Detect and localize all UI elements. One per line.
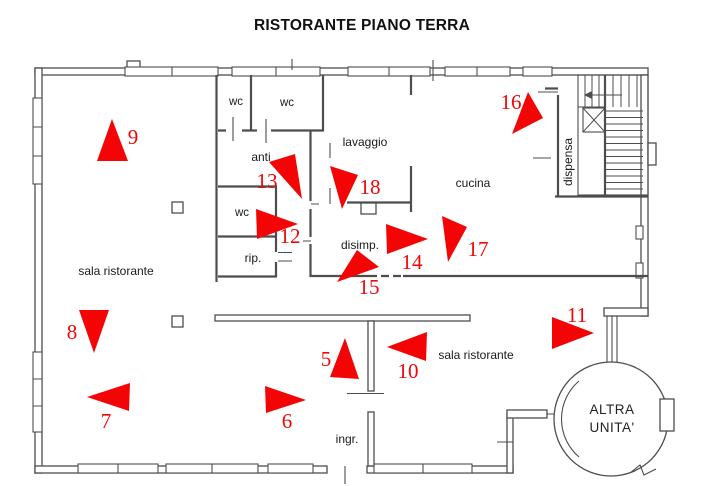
window xyxy=(32,351,43,433)
room-label-wc2: wc xyxy=(279,97,294,109)
column xyxy=(171,315,184,328)
viewpoint-arrow-icon xyxy=(87,383,130,411)
viewpoint-number: 16 xyxy=(501,90,522,114)
wall-ingresso-upper xyxy=(367,320,375,392)
viewpoint-number: 14 xyxy=(402,250,424,274)
lift-shaft xyxy=(582,107,606,133)
viewpoint-arrow-icon xyxy=(387,332,427,361)
room-label-sala-right: sala ristorante xyxy=(438,348,514,362)
viewpoint-marker-14: 14 xyxy=(386,224,428,274)
page-title: RISTORANTE PIANO TERRA xyxy=(254,17,470,34)
viewpoint-number: 12 xyxy=(280,224,301,248)
viewpoint-marker-18: 18 xyxy=(330,166,381,209)
viewpoint-arrow-icon xyxy=(386,224,428,254)
wall-lower-right-horiz xyxy=(506,409,548,419)
wall-right-bump xyxy=(647,142,657,166)
lift-shaft-x-icon xyxy=(582,107,606,133)
wall-ingresso-lower xyxy=(367,411,375,467)
viewpoint-arrow-icon xyxy=(442,216,467,262)
corridor-lines xyxy=(606,316,618,364)
wall-tab xyxy=(360,202,377,215)
viewpoint-markers: 5 6 7 8 9 10 11 12 xyxy=(67,90,594,433)
windows xyxy=(32,66,644,474)
room-label-dispensa: dispensa xyxy=(561,138,575,186)
viewpoint-arrow-icon xyxy=(269,154,302,199)
room-label-wc1: wc xyxy=(228,96,243,108)
other-unit-tab xyxy=(659,398,675,432)
viewpoint-marker-13: 13 xyxy=(257,154,302,199)
viewpoint-arrow-icon xyxy=(330,338,359,379)
other-unit-label-line1: ALTRA xyxy=(589,402,634,417)
viewpoint-marker-6: 6 xyxy=(265,386,306,433)
interior-wall-lines xyxy=(215,75,648,282)
window xyxy=(267,463,314,474)
room-label-lavaggio: lavaggio xyxy=(343,135,388,149)
room-label-disimp: disimp. xyxy=(341,238,379,252)
viewpoint-marker-12: 12 xyxy=(256,209,301,248)
viewpoint-marker-15: 15 xyxy=(337,250,380,299)
staircase xyxy=(577,74,649,196)
wall-sala-partition xyxy=(214,314,471,322)
viewpoint-marker-10: 10 xyxy=(387,332,427,383)
viewpoint-number: 17 xyxy=(468,237,489,261)
room-label-anti: anti xyxy=(251,150,270,164)
other-unit: ALTRA UNITA' xyxy=(553,316,675,477)
viewpoint-marker-11: 11 xyxy=(552,303,594,349)
stair-winders xyxy=(578,75,638,108)
wall-lower-right-vert xyxy=(506,413,514,474)
stair-arrow-icon xyxy=(584,91,592,99)
window xyxy=(32,97,43,185)
viewpoint-arrow-icon xyxy=(256,209,298,239)
viewpoint-number: 7 xyxy=(101,409,112,433)
stair-treads xyxy=(605,110,643,190)
window xyxy=(522,66,553,77)
window xyxy=(635,262,644,279)
viewpoint-number: 15 xyxy=(359,275,380,299)
window-dividers xyxy=(33,67,478,473)
room-label-rip: rip. xyxy=(245,251,262,265)
viewpoint-number: 11 xyxy=(567,303,587,327)
viewpoint-arrow-icon xyxy=(552,317,594,349)
room-labels: wc wc anti lavaggio cucina dispensa wc r… xyxy=(78,96,575,446)
door-ticks xyxy=(232,59,558,484)
column xyxy=(171,201,184,214)
viewpoint-number: 10 xyxy=(398,359,419,383)
room-label-sala-left: sala ristorante xyxy=(78,264,154,278)
viewpoint-number: 5 xyxy=(321,347,332,371)
viewpoint-arrow-icon xyxy=(79,310,109,353)
viewpoint-arrow-icon xyxy=(337,250,379,282)
viewpoint-marker-16: 16 xyxy=(501,90,543,134)
other-unit-notch xyxy=(629,464,657,476)
viewpoint-number: 9 xyxy=(128,125,139,149)
viewpoint-number: 6 xyxy=(282,409,293,433)
viewpoint-marker-7: 7 xyxy=(87,383,130,433)
interior-walls xyxy=(171,59,648,484)
viewpoint-marker-17: 17 xyxy=(442,216,489,262)
viewpoint-number: 13 xyxy=(257,169,278,193)
viewpoint-marker-5: 5 xyxy=(321,338,359,379)
viewpoint-number: 18 xyxy=(360,175,381,199)
viewpoint-arrow-icon xyxy=(512,92,543,134)
viewpoint-arrow-icon xyxy=(97,119,128,161)
viewpoint-marker-8: 8 xyxy=(67,310,109,353)
window xyxy=(635,225,644,240)
wall-se-step xyxy=(603,307,649,317)
viewpoint-arrow-icon xyxy=(330,166,358,209)
room-label-wc3: wc xyxy=(234,207,249,219)
room-label-ingr: ingr. xyxy=(336,432,359,446)
room-label-cucina: cucina xyxy=(456,176,491,190)
other-unit-label-line2: UNITA' xyxy=(589,420,634,435)
viewpoint-marker-9: 9 xyxy=(97,119,138,161)
viewpoint-arrow-icon xyxy=(265,386,306,413)
other-unit-circle xyxy=(553,361,669,477)
other-unit-inner-arc xyxy=(561,380,580,458)
viewpoint-number: 8 xyxy=(67,320,78,344)
